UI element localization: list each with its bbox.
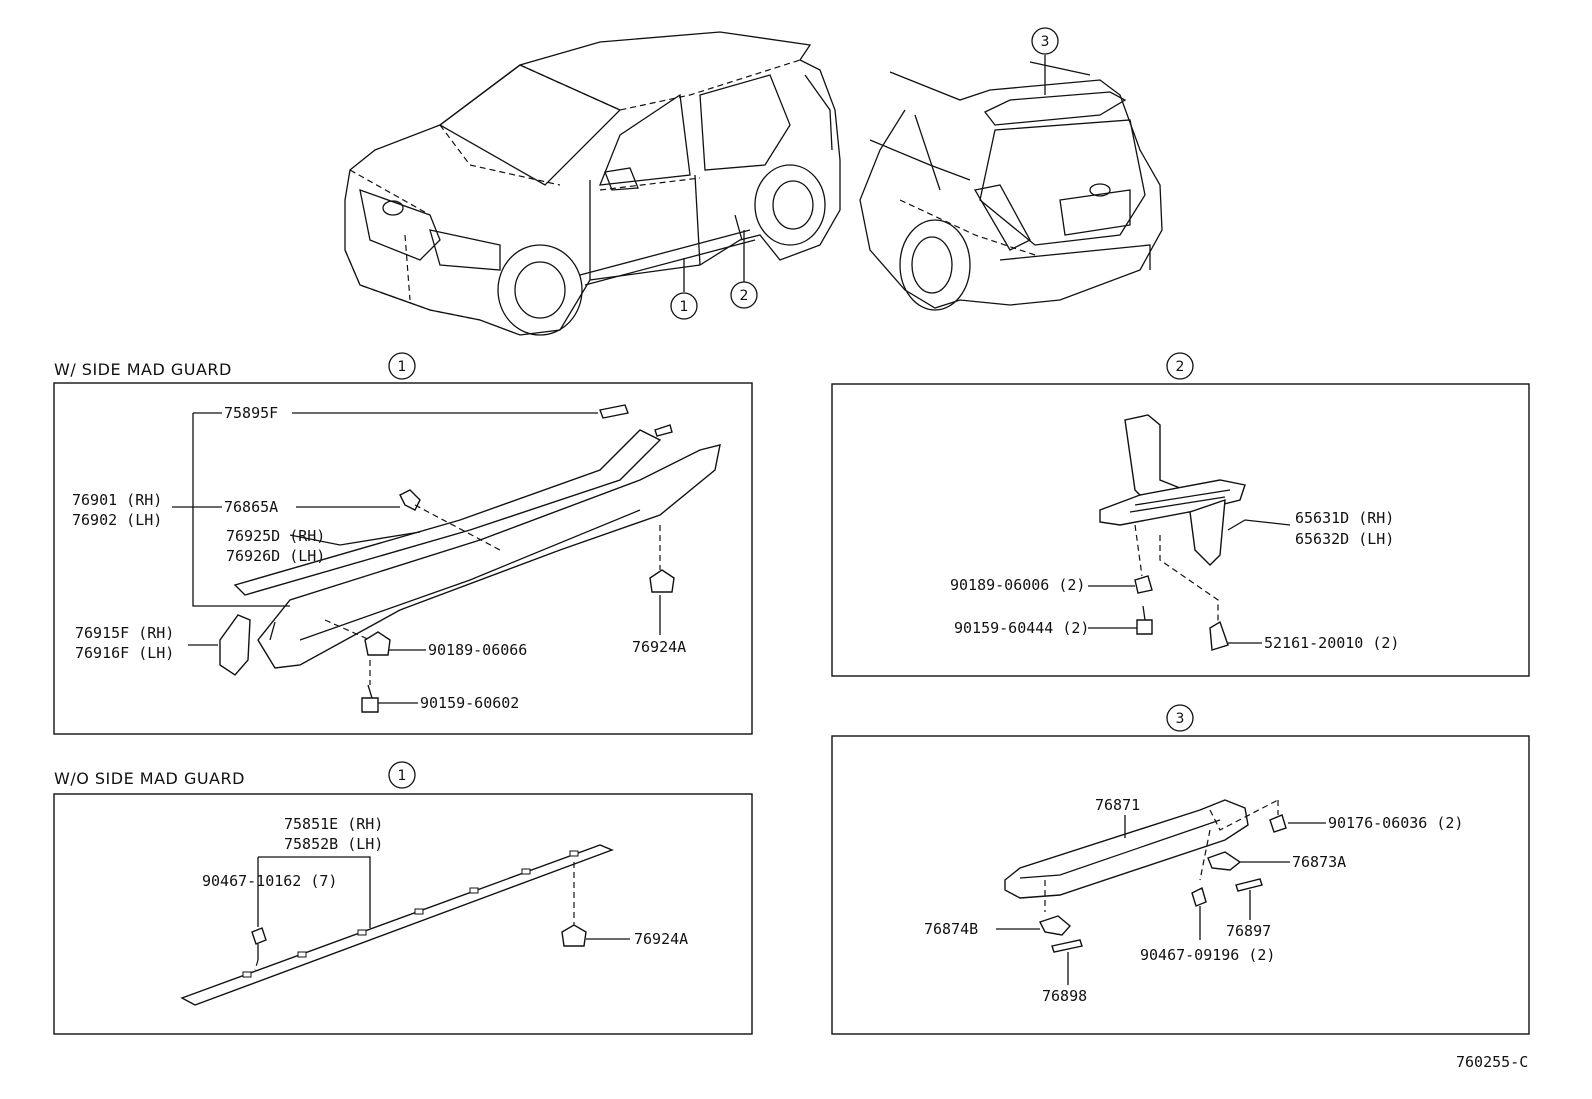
label-75895F: 75895F xyxy=(224,404,278,422)
leaders-with-guard xyxy=(172,412,661,704)
label-90467-09196: 90467-09196 (2) xyxy=(1140,946,1275,964)
label-76871: 76871 xyxy=(1095,796,1140,814)
leaders-panel-3 xyxy=(996,815,1326,985)
callout-3-overview-text: 3 xyxy=(1041,34,1050,50)
label-76925D: 76925D (RH) xyxy=(226,527,325,545)
label-76916F: 76916F (LH) xyxy=(75,644,174,662)
mudguard-assembly xyxy=(1099,414,1246,651)
svg-text:2: 2 xyxy=(1176,359,1185,375)
label-76915F: 76915F (RH) xyxy=(75,624,174,642)
label-76924A-wo: 76924A xyxy=(634,930,688,948)
label-90159-60444: 90159-60444 (2) xyxy=(954,619,1089,637)
label-76901: 76901 (RH) xyxy=(72,491,162,509)
panel-with-guard-frame xyxy=(53,382,753,735)
side-sill-assembly-with-guard xyxy=(219,404,721,713)
label-90176-06036: 90176-06036 (2) xyxy=(1328,814,1463,832)
label-76865A: 76865A xyxy=(224,498,278,516)
callout-2-panel: 2 xyxy=(1166,352,1194,380)
panel-2-frame xyxy=(831,383,1530,677)
callout-3-panel: 3 xyxy=(1166,704,1194,732)
callout-3-overview: 3 xyxy=(1031,27,1059,55)
label-65631D: 65631D (RH) xyxy=(1295,509,1394,527)
rocker-moulding-without-guard xyxy=(180,844,614,1006)
car-front-view xyxy=(344,31,841,336)
label-76902: 76902 (LH) xyxy=(72,511,162,529)
callout-1-overview: 1 xyxy=(670,292,698,320)
labels-panel-3: 76871 90176-06036 (2) 76873A 76874B 7689… xyxy=(924,796,1463,1005)
label-76924A: 76924A xyxy=(632,638,686,656)
callout-1-with-guard: 1 xyxy=(388,352,416,380)
callout-1-without-guard: 1 xyxy=(388,761,416,789)
label-76897: 76897 xyxy=(1226,922,1271,940)
car-rear-view xyxy=(859,55,1163,311)
callout-2-overview-text: 2 xyxy=(740,288,749,304)
leaders-without-guard xyxy=(257,856,630,940)
label-76873A: 76873A xyxy=(1292,853,1346,871)
leaders-panel-2 xyxy=(1088,519,1291,644)
svg-text:3: 3 xyxy=(1176,711,1185,727)
label-76874B: 76874B xyxy=(924,920,978,938)
svg-text:1: 1 xyxy=(398,359,407,375)
label-75852B: 75852B (LH) xyxy=(284,835,383,853)
callout-1-overview-text: 1 xyxy=(680,299,689,315)
label-90189-06066: 90189-06066 xyxy=(428,641,527,659)
labels-panel-2: 65631D (RH) 65632D (LH) 90189-06006 (2) … xyxy=(950,509,1399,652)
panel-without-guard-title: W/O SIDE MAD GUARD xyxy=(54,769,245,788)
rear-spoiler-assembly xyxy=(1004,799,1287,953)
label-75851E: 75851E (RH) xyxy=(284,815,383,833)
label-76926D: 76926D (LH) xyxy=(226,547,325,565)
label-90467-10162: 90467-10162 (7) xyxy=(202,872,337,890)
diagram-code: 760255-C xyxy=(1456,1053,1528,1071)
svg-text:1: 1 xyxy=(398,768,407,784)
label-52161-20010: 52161-20010 (2) xyxy=(1264,634,1399,652)
labels-with-guard: 75895F 76901 (RH) 76902 (LH) 76865A 7692… xyxy=(72,404,686,712)
panel-without-guard-frame xyxy=(53,793,753,1035)
label-76898: 76898 xyxy=(1042,987,1087,1005)
panel-with-guard-title: W/ SIDE MAD GUARD xyxy=(54,360,232,379)
label-90159-60602: 90159-60602 xyxy=(420,694,519,712)
callout-2-overview: 2 xyxy=(730,281,758,309)
panel-3-frame xyxy=(831,735,1530,1035)
labels-without-guard: 75851E (RH) 75852B (LH) 90467-10162 (7) … xyxy=(202,815,688,948)
label-65632D: 65632D (LH) xyxy=(1295,530,1394,548)
label-90189-06006: 90189-06006 (2) xyxy=(950,576,1085,594)
